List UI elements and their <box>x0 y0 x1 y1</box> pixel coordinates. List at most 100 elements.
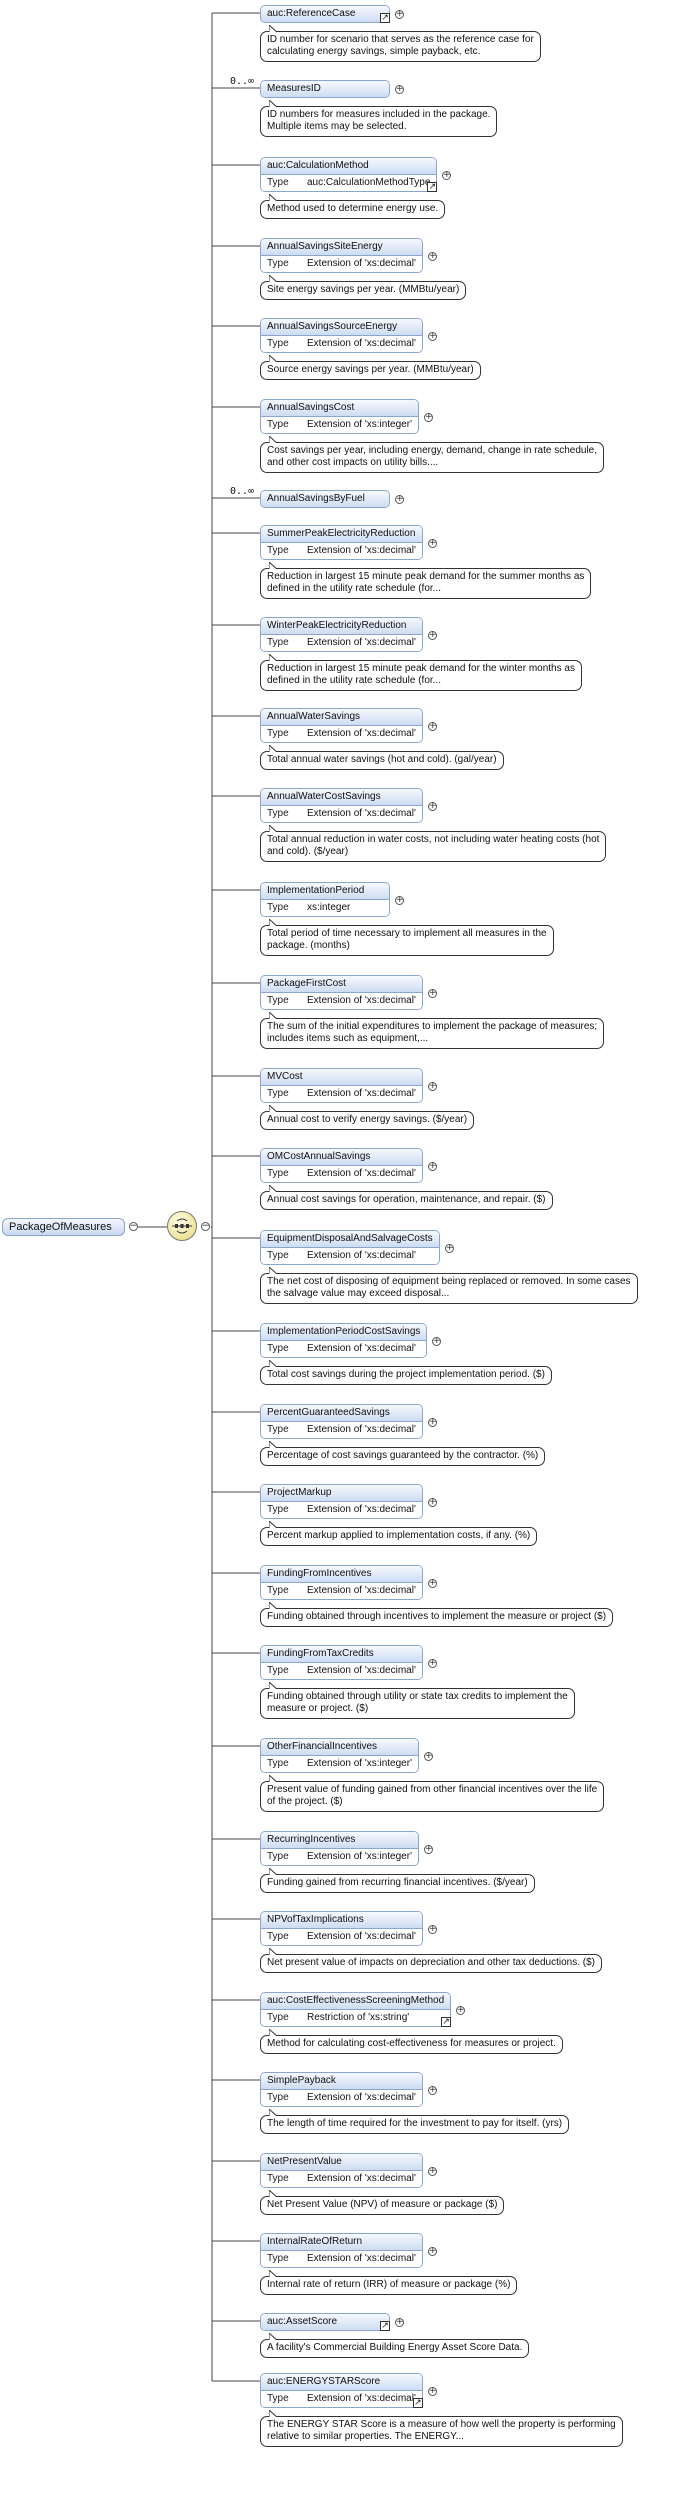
expand-icon[interactable]: + <box>428 630 437 640</box>
sequence-compositor-icon[interactable] <box>167 1211 197 1241</box>
expand-icon[interactable]: + <box>428 801 437 811</box>
documentation-text: Present value of funding gained from oth… <box>267 1784 598 1807</box>
element-documentation: Percentage of cost savings guaranteed by… <box>260 1441 546 1466</box>
expand-icon[interactable]: + <box>428 538 437 548</box>
type-key-label: Type <box>267 1931 289 1942</box>
type-value: Extension of 'xs:integer' <box>307 1758 412 1769</box>
documentation-text: Source energy savings per year. (MMBtu/y… <box>267 364 474 375</box>
documentation-text: Annual cost to verify energy savings. ($… <box>267 1114 468 1125</box>
expand-icon[interactable]: + <box>428 721 437 731</box>
expand-icon[interactable]: + <box>442 170 451 180</box>
expand-icon[interactable]: + <box>428 251 437 261</box>
expand-icon[interactable]: + <box>432 1336 441 1346</box>
expand-icon[interactable]: + <box>395 494 404 504</box>
expand-icon[interactable]: + <box>428 1578 437 1588</box>
reference-link-icon[interactable]: ↗ <box>380 13 390 23</box>
expand-icon[interactable]: + <box>428 2386 437 2396</box>
element-name: ProjectMarkup <box>261 1485 422 1501</box>
expand-icon[interactable]: + <box>395 895 404 905</box>
element-name: auc:ENERGYSTARScore <box>261 2374 422 2390</box>
expand-icon[interactable]: + <box>445 1243 454 1253</box>
callout-tail-icon <box>269 1521 278 1528</box>
expand-icon[interactable]: + <box>428 2246 437 2256</box>
type-value: Extension of 'xs:decimal' <box>307 2092 416 2103</box>
expand-icon[interactable]: + <box>428 331 437 341</box>
expand-icon[interactable]: + <box>428 1417 437 1427</box>
expand-icon[interactable]: + <box>395 9 404 19</box>
root-collapse-icon[interactable]: − <box>129 1221 138 1231</box>
expand-icon[interactable]: + <box>428 1081 437 1091</box>
reference-link-icon[interactable]: ↗ <box>412 2398 423 2408</box>
type-value: Extension of 'xs:decimal' <box>307 1168 416 1179</box>
element-box[interactable]: auc:AssetScore↗+ <box>260 2313 404 2331</box>
root-element-package-of-measures[interactable]: PackageOfMeasures <box>2 1218 125 1236</box>
element-box[interactable]: MeasuresID+ <box>260 80 404 98</box>
element-documentation: Internal rate of return (IRR) of measure… <box>260 2270 518 2295</box>
expand-icon[interactable]: + <box>428 988 437 998</box>
element-name: PackageFirstCost <box>261 976 422 992</box>
expand-icon[interactable]: + <box>424 1751 433 1761</box>
expand-icon[interactable]: + <box>428 1924 437 1934</box>
expand-icon[interactable]: + <box>456 2005 465 2015</box>
element-name: SummerPeakElectricityReduction <box>261 526 422 542</box>
expand-icon[interactable]: + <box>424 412 433 422</box>
callout-tail-icon <box>269 2333 278 2340</box>
element-name: SimplePayback <box>261 2073 422 2089</box>
reference-link-icon[interactable]: ↗ <box>380 2321 390 2331</box>
reference-link-icon[interactable]: ↗ <box>441 2017 452 2027</box>
expand-icon[interactable]: + <box>428 1497 437 1507</box>
expand-icon[interactable]: + <box>424 1844 433 1854</box>
expand-icon[interactable]: + <box>428 1658 437 1668</box>
element-documentation: Total annual reduction in water costs, n… <box>260 825 607 862</box>
expand-icon[interactable]: + <box>395 84 404 94</box>
expand-icon[interactable]: + <box>428 2085 437 2095</box>
expand-icon[interactable]: + <box>428 1161 437 1171</box>
documentation-text: Internal rate of return (IRR) of measure… <box>267 2279 511 2290</box>
callout-tail-icon <box>269 194 278 201</box>
expand-icon[interactable]: + <box>395 2317 404 2327</box>
element-name: NetPresentValue <box>261 2154 422 2170</box>
documentation-text: Funding obtained through incentives to i… <box>267 1611 607 1622</box>
expand-icon[interactable]: + <box>428 2166 437 2176</box>
sequence-collapse-icon[interactable]: − <box>201 1221 210 1231</box>
reference-link-icon[interactable]: ↗ <box>427 182 438 192</box>
element-box[interactable]: auc:ReferenceCase↗+ <box>260 5 404 23</box>
element-box[interactable]: AnnualSavingsByFuel+ <box>260 490 404 508</box>
callout-tail-icon <box>269 100 278 107</box>
callout-tail-icon <box>269 745 278 752</box>
